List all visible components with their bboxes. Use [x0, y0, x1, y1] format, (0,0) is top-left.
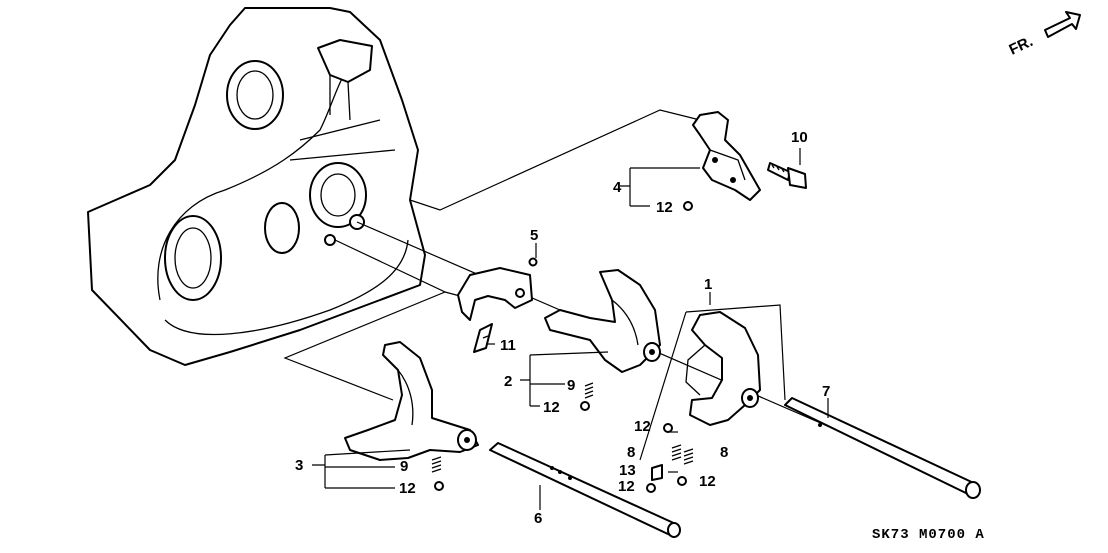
shift-fork-1: [685, 311, 761, 426]
bolt-10: [767, 162, 807, 189]
forward-arrow-icon: FR.: [1007, 11, 1081, 59]
shift-arm-bracket: [692, 111, 761, 201]
transmission-housing: [87, 7, 426, 366]
callout-labels: 1 2 3 4 5 6 7 8 8 9 9 10 11 12 12 12 12 …: [295, 129, 830, 527]
callout-12-fork3: 12: [399, 480, 416, 497]
callout-12-upper: 12: [634, 418, 651, 435]
callout-8-right: 8: [720, 444, 728, 461]
callout-5: 5: [530, 227, 538, 244]
shift-fork-2: [544, 269, 661, 373]
shift-lever-5: [457, 257, 538, 321]
callout-8-left: 8: [627, 444, 635, 461]
callout-12-arm: 12: [656, 199, 673, 216]
callout-13: 13: [619, 462, 636, 479]
callout-leaders: [312, 148, 829, 510]
callout-11: 11: [500, 337, 516, 354]
detent-balls: [434, 201, 693, 493]
diagram-code: SK73 M0700 A: [872, 527, 985, 543]
shift-fork-3: [344, 341, 479, 461]
detent-springs: [431, 382, 694, 481]
shift-rod-6: [489, 442, 681, 538]
callout-3: 3: [295, 457, 303, 474]
shift-rod-7: [784, 397, 981, 499]
roll-pin-11: [473, 323, 493, 353]
callout-12-lower-left: 12: [618, 478, 635, 495]
callout-1: 1: [704, 276, 712, 293]
callout-10: 10: [791, 129, 808, 146]
callout-9-fork3: 9: [400, 458, 408, 475]
callout-12-fork2: 12: [543, 399, 560, 416]
callout-12-lower-right: 12: [699, 473, 716, 490]
callout-6: 6: [534, 510, 542, 527]
callout-2: 2: [504, 373, 512, 390]
callout-7: 7: [822, 383, 830, 400]
fr-label: FR.: [1007, 33, 1036, 59]
callout-9-fork2: 9: [567, 377, 575, 394]
callout-4: 4: [613, 179, 622, 196]
